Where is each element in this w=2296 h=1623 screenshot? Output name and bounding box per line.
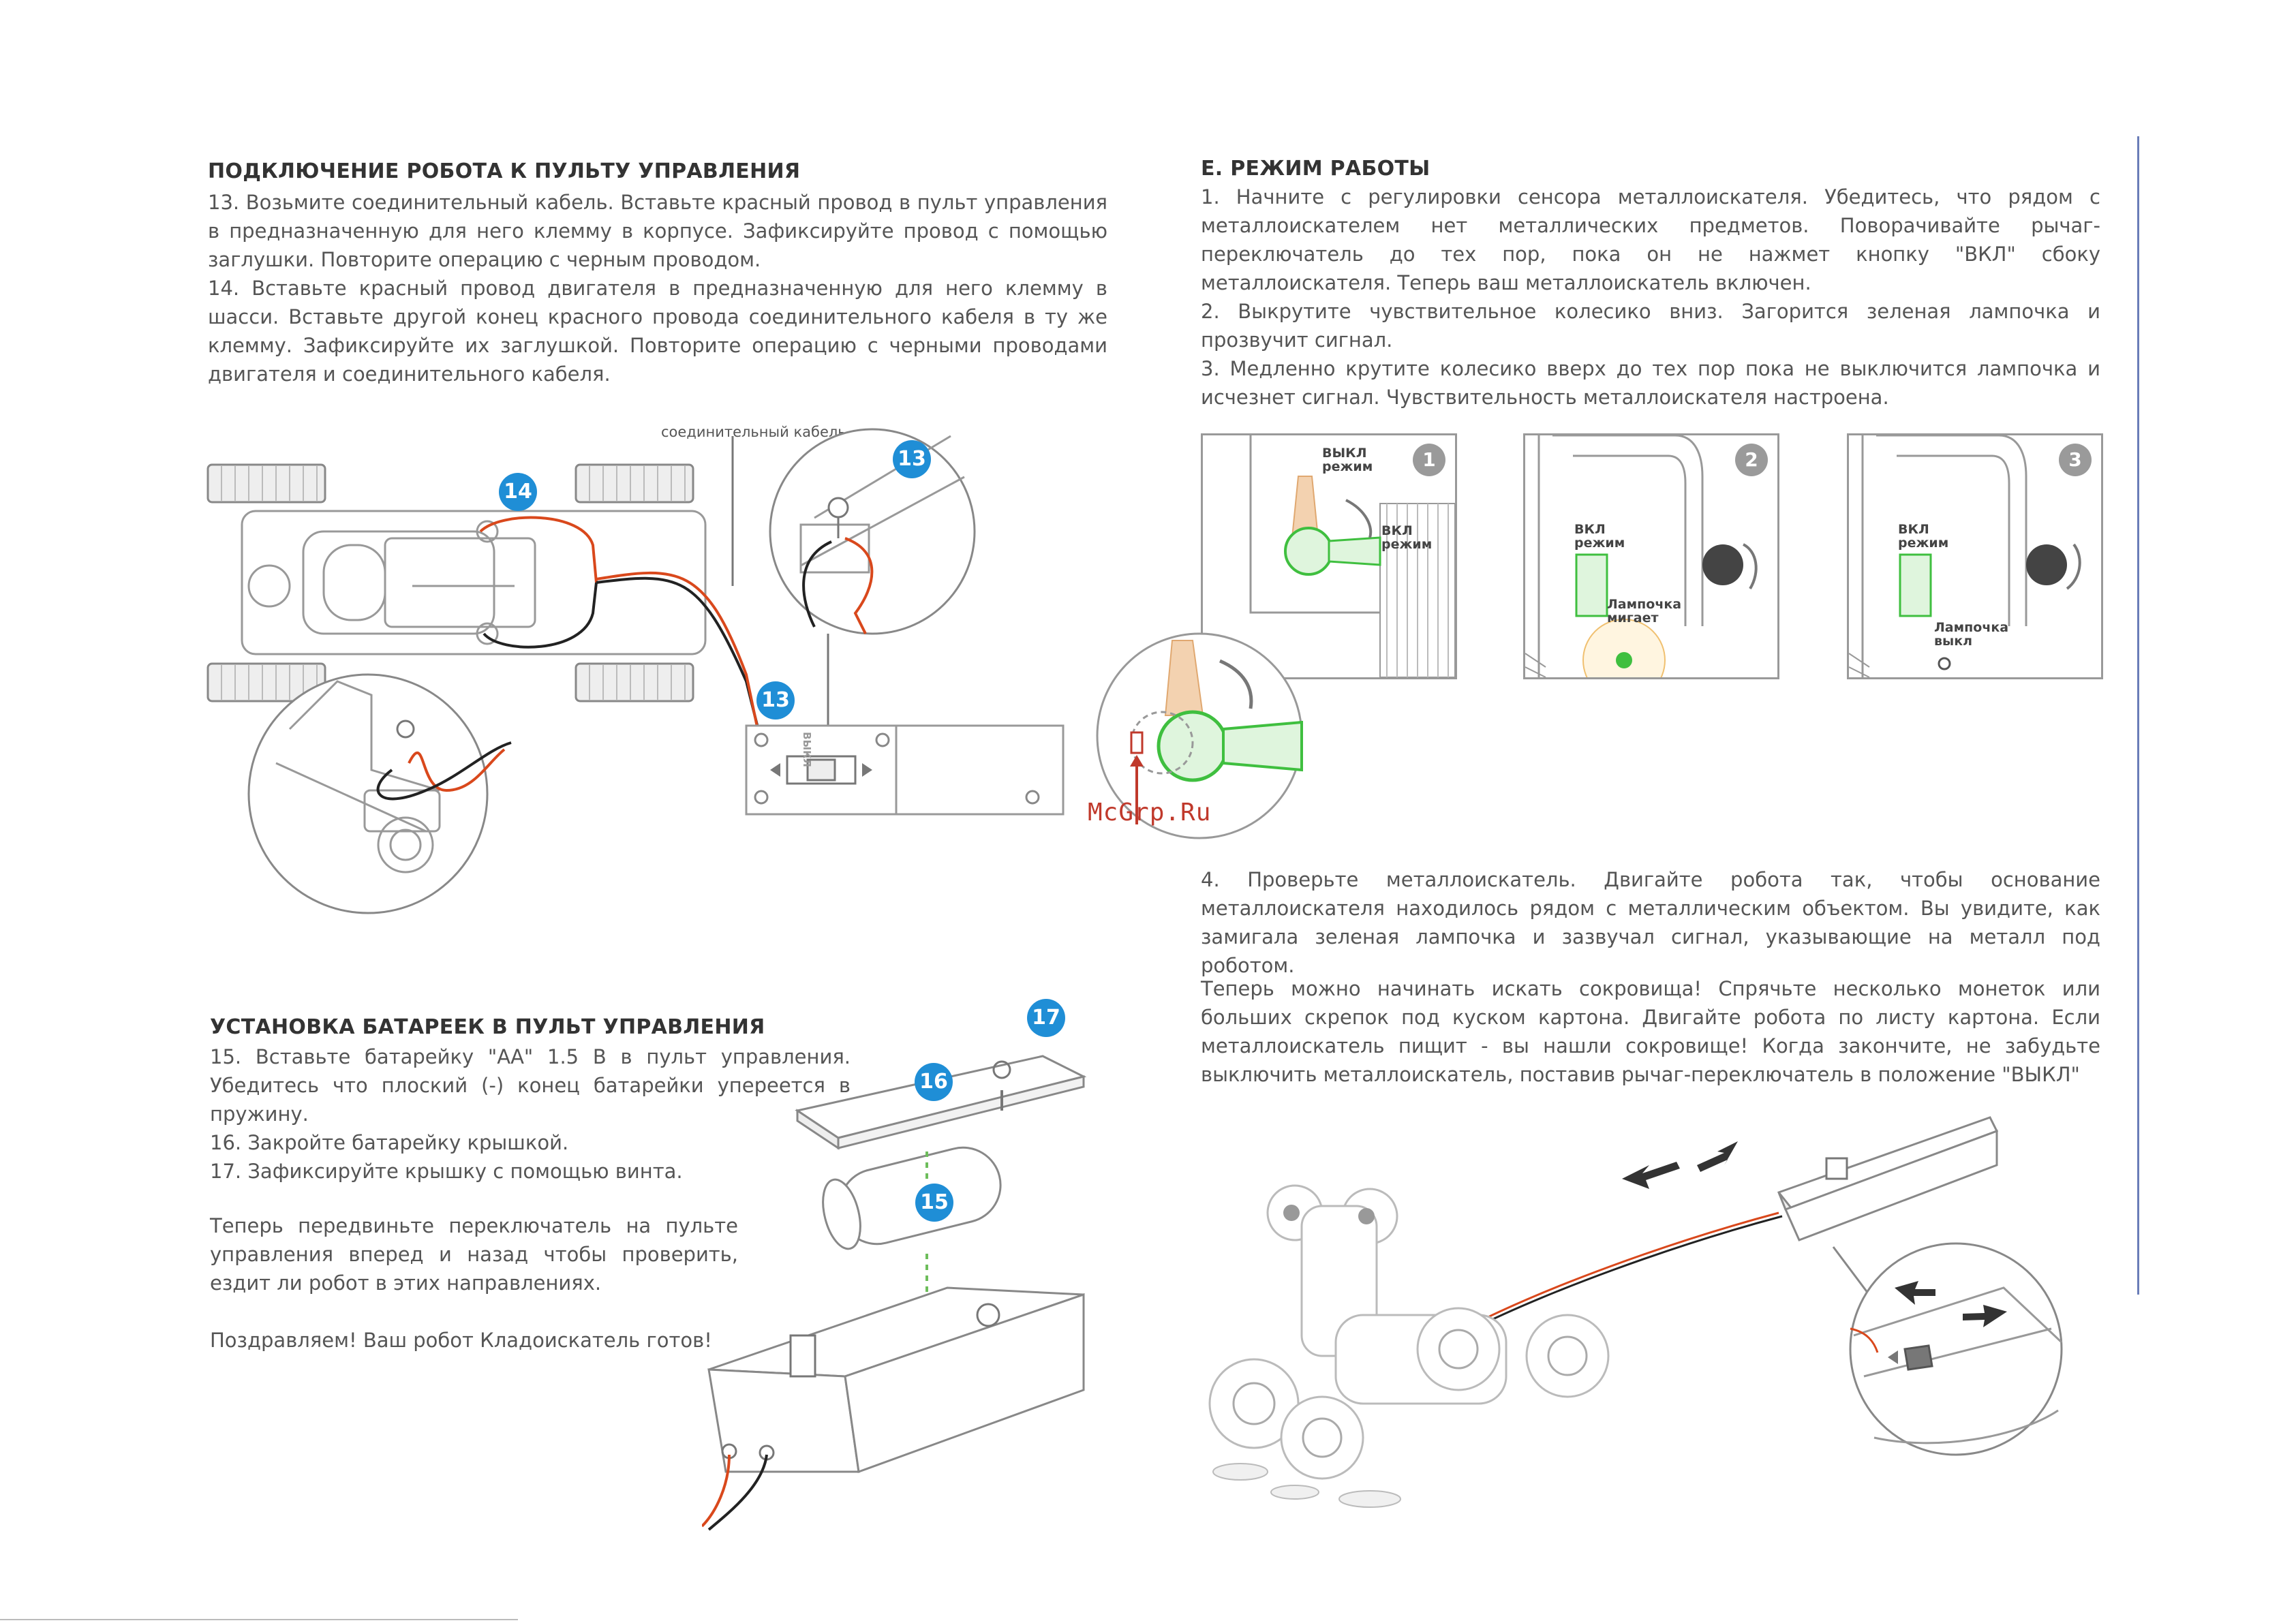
- step-15-badge: 15: [915, 1184, 953, 1222]
- mode-step-4: 4. Проверьте металлоискатель. Двигайте р…: [1201, 868, 2100, 977]
- panel-3-lamp-label: Лампочка выкл: [1934, 620, 2009, 649]
- battery-move-text: Теперь передвиньте переключатель на пуль…: [210, 1214, 738, 1295]
- switch-off-label: ВЫКЛ: [800, 732, 813, 767]
- panel-3-number: 3: [2059, 444, 2092, 476]
- step-13-badge-zoom: 13: [893, 440, 931, 478]
- mode-treasure-text: Теперь можно начинать искать сокровища! …: [1201, 977, 2100, 1086]
- mode-step-1: 1. Начните с регулировки сенсора металло…: [1201, 185, 2100, 294]
- step-14-badge: 14: [499, 473, 537, 511]
- step-16-text: 16. Закройте батарейку крышкой.: [210, 1131, 569, 1154]
- right-edge-rule: [2137, 136, 2139, 1295]
- step-13-text: 13. Возьмите соединительный кабель. Вста…: [208, 191, 1107, 271]
- panel-3-drawing: [1849, 435, 2081, 677]
- cable-label: соединительный кабель: [661, 424, 846, 440]
- panel-1-number: 1: [1413, 444, 1445, 476]
- step-16-badge: 16: [915, 1063, 953, 1101]
- step-17-badge: 17: [1027, 999, 1065, 1037]
- panel-2-lamp-label: Лампочка мигает: [1607, 597, 1682, 625]
- panel-3-on-label: ВКЛ режим: [1898, 522, 1949, 551]
- step-13-badge-remote: 13: [756, 681, 795, 720]
- panel-1-drawing: [1249, 435, 1455, 677]
- lever-zoom-circle: [1096, 632, 1303, 839]
- battery-illustration: [702, 1055, 1087, 1531]
- panel-2-drawing: [1525, 435, 1758, 677]
- mode-step-2: 2. Выкрутите чувствительное колесико вни…: [1201, 300, 2100, 352]
- step-14-text: 14. Вставьте красный провод двигателя в …: [208, 277, 1107, 386]
- battery-text: 15. Вставьте батарейку "АА" 1.5 В в пуль…: [210, 1042, 851, 1186]
- mode-step-3: 3. Медленно крутите колесико вверх до те…: [1201, 357, 2100, 409]
- step-17-text: 17. Зафиксируйте крышку с помощью винта.: [210, 1160, 683, 1183]
- connect-text: 13. Возьмите соединительный кабель. Вста…: [208, 188, 1107, 388]
- mode-panel-2: ВКЛ режим Лампочка мигает 2: [1523, 433, 1779, 679]
- panel-1-on-label: ВКЛ режим: [1381, 523, 1433, 552]
- connect-heading: ПОДКЛЮЧЕНИЕ РОБОТА К ПУЛЬТУ УПРАВЛЕНИЯ: [208, 159, 801, 183]
- bottom-left-rule: [0, 1619, 518, 1620]
- panel-2-on-label: ВКЛ режим: [1574, 522, 1625, 551]
- mode-text: 1. Начните с регулировки сенсора металло…: [1201, 183, 2100, 412]
- step-15-text: 15. Вставьте батарейку "АА" 1.5 В в пуль…: [210, 1045, 851, 1126]
- panel-2-number: 2: [1735, 444, 1768, 476]
- mode-panel-3: ВКЛ режим Лампочка выкл 3: [1847, 433, 2103, 679]
- panel-1-off-label: ВЫКЛ режим: [1322, 446, 1373, 474]
- watermark: McGrp.Ru: [1088, 799, 1212, 826]
- robot-remote-illustration: [1208, 1116, 2063, 1508]
- mode-panel-1: ВЫКЛ режим ВКЛ режим 1: [1201, 433, 1457, 679]
- battery-congrats: Поздравляем! Ваш робот Кладоискатель гот…: [210, 1329, 712, 1352]
- battery-heading: УСТАНОВКА БАТАРЕЕК В ПУЛЬТ УПРАВЛЕНИЯ: [210, 1015, 765, 1039]
- robot-chassis-illustration: [206, 428, 1065, 914]
- mode-heading: Е. РЕЖИМ РАБОТЫ: [1201, 157, 1430, 181]
